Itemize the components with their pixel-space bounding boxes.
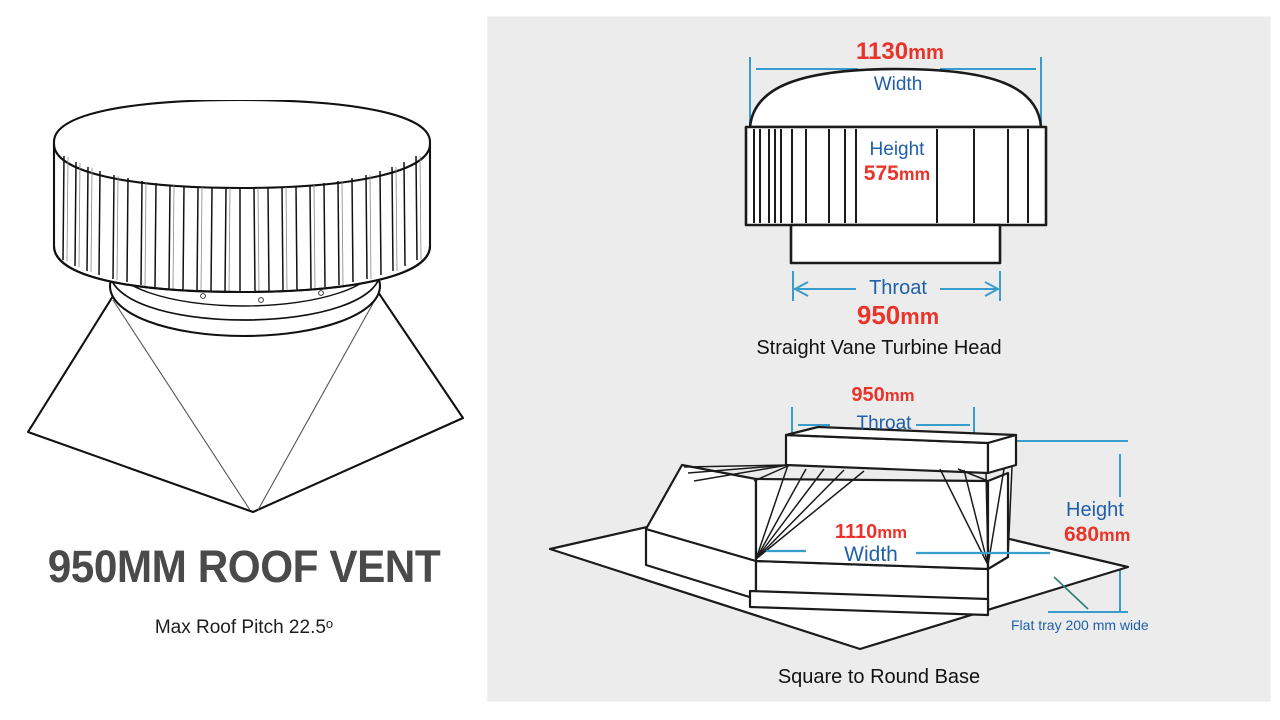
roof-vent-3d-illustration xyxy=(18,98,470,520)
base-dimension-throat: 950mm xyxy=(818,384,948,406)
base-dimension-width-label: Width xyxy=(808,543,934,567)
throat-label: Throat xyxy=(869,277,927,299)
dimension-height-value: 575mm xyxy=(837,162,957,186)
caption-straight-vane-turbine-head: Straight Vane Turbine Head xyxy=(756,337,1002,359)
dimension-throat: 950mm xyxy=(833,300,963,330)
width-value: 1130 xyxy=(856,38,909,65)
dimension-throat-label: Throat xyxy=(843,277,953,299)
width-label: Width xyxy=(873,74,923,95)
vane-slats xyxy=(753,129,1029,223)
flat-tray-leader-line xyxy=(1053,576,1089,610)
transition-fold-lines xyxy=(683,464,1013,566)
caption-square-to-round-base: Square to Round Base xyxy=(777,666,981,688)
product-subtitle-text: Max Roof Pitch 22.5 xyxy=(154,617,326,639)
base-width-unit: mm xyxy=(877,523,908,542)
base-throat-label: Throat xyxy=(856,413,912,434)
dimension-height: Height xyxy=(837,139,957,160)
throat-unit: mm xyxy=(900,304,940,329)
base-width-value: 1110 xyxy=(834,521,878,543)
base-dimension-height-label: Height xyxy=(1066,499,1176,521)
diagram-square-to-round-base: 950mm Throat 1110mm Width Height 680mm F… xyxy=(488,369,1270,701)
height-value: 575 xyxy=(863,162,899,185)
base-width-label: Width xyxy=(844,543,898,566)
base-width-dimension-lines xyxy=(766,549,1050,555)
base-height-label: Height xyxy=(1066,499,1124,521)
degree-symbol: o xyxy=(325,616,334,632)
diagram-panel: 1130mm Width Height 575mm Throat 950mm S… xyxy=(488,17,1270,701)
page-title: 950MM ROOF VENT xyxy=(47,541,441,592)
height-label: Height xyxy=(869,139,925,160)
base-throat-value: 950 xyxy=(851,384,885,406)
left-panel: 950MM ROOF VENT Max Roof Pitch 22.5o xyxy=(0,0,488,720)
throat-value: 950 xyxy=(856,300,901,330)
diagram-straight-vane-turbine-head: 1130mm Width Height 575mm Throat 950mm xyxy=(488,17,1270,377)
base-throat-unit: mm xyxy=(884,386,915,405)
base-height-value: 680 xyxy=(1064,523,1100,546)
base-height-unit: mm xyxy=(1099,525,1131,545)
flat-tray-annotation: Flat tray 200 mm wide xyxy=(1011,617,1149,633)
dimension-width-label: Width xyxy=(843,74,953,95)
throat-dimension-lines xyxy=(792,271,1001,301)
width-unit: mm xyxy=(908,42,944,64)
dimension-width: 1130mm xyxy=(830,38,970,66)
width-dimension-lines xyxy=(749,57,1042,129)
left-title-block: 950MM ROOF VENT Max Roof Pitch 22.5o xyxy=(0,543,488,639)
base-dimension-throat-label: Throat xyxy=(824,413,944,434)
base-dimension-width: 1110mm xyxy=(806,521,936,543)
product-subtitle: Max Roof Pitch 22.5o xyxy=(0,616,488,639)
height-unit: mm xyxy=(898,164,931,184)
base-dimension-height: 680mm xyxy=(1064,523,1184,547)
